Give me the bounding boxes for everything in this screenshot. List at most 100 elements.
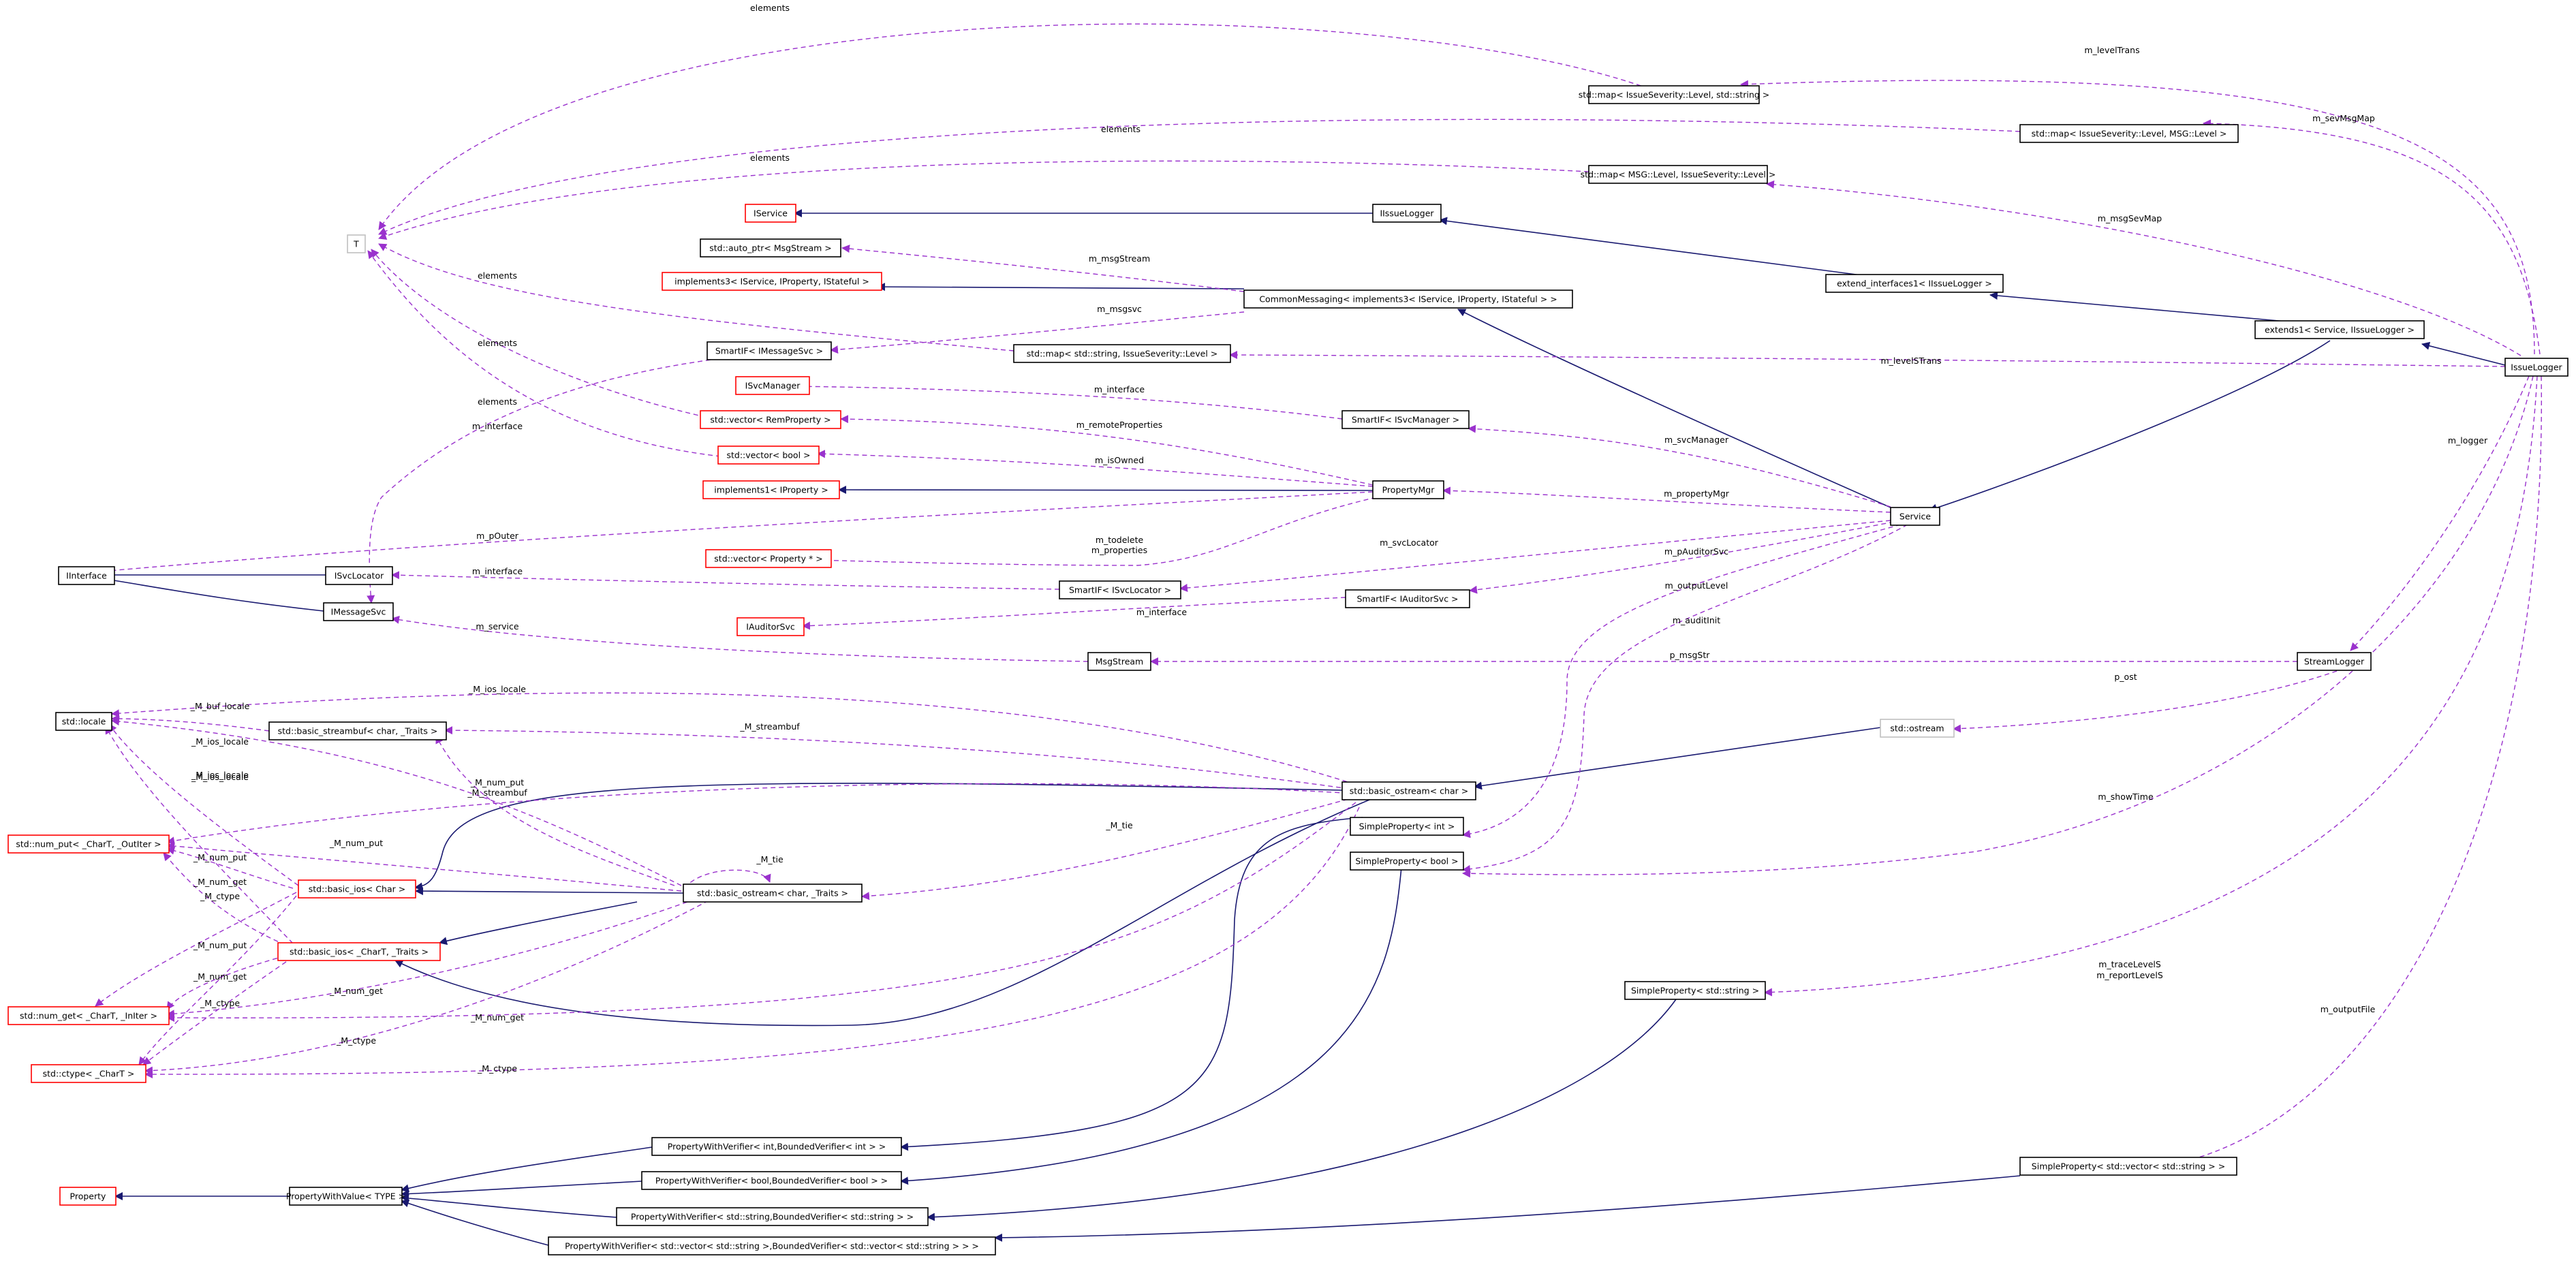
edge-label-m-logger: m_logger (2448, 435, 2488, 446)
edge-label-m-property-mgr: m_propertyMgr (1664, 488, 1730, 499)
node-box (616, 1207, 929, 1226)
edge-label-m-sev-msg-map: m_sevMsgMap (2312, 113, 2375, 123)
node-box (1372, 480, 1444, 499)
node-msg-stream[interactable]: MsgStream (1087, 652, 1151, 671)
node-label: SmartIF< ISvcLocator > (1069, 585, 1171, 595)
node-label: std::map< IssueSeverity::Level, MSG::Lev… (2032, 129, 2227, 139)
node-label: extend_interfaces1< IIssueLogger > (1837, 279, 1992, 289)
node-iissue-logger[interactable]: IIssueLogger (1372, 204, 1442, 223)
node-vector-property[interactable]: std::vector< Property * > (705, 549, 832, 568)
node-implements3[interactable]: implements3< IService, IProperty, IState… (662, 272, 882, 291)
node-map-msg-lvl[interactable]: std::map< MSG::Level, IssueSeverity::Lev… (1581, 165, 1776, 184)
node-stream-logger[interactable]: StreamLogger (2297, 652, 2372, 671)
node-smart-if-imessage-svc[interactable]: SmartIF< IMessageSvc > (707, 341, 832, 360)
node-basic-ios-char-t[interactable]: std::basic_ios< _CharT, _Traits > (277, 942, 441, 961)
edge-use-m-pauditorsvc (1469, 521, 1895, 594)
node-property-with-value[interactable]: PropertyWithValue< TYPE > (286, 1187, 405, 1206)
node-t[interactable]: T (347, 234, 366, 253)
node-imessage-svc[interactable]: IMessageSvc (323, 602, 394, 621)
node-map-lvl-msg[interactable]: std::map< IssueSeverity::Level, MSG::Lev… (2019, 124, 2239, 143)
node-box (1243, 290, 1573, 309)
node-service[interactable]: Service (1890, 507, 1940, 526)
node-label: std::num_get< _CharT, _InIter > (20, 1011, 157, 1021)
node-isvc-locator[interactable]: ISvcLocator (325, 566, 393, 585)
node-extends1[interactable]: extends1< Service, IIssueLogger > (2254, 320, 2425, 339)
node-label: IMessageSvc (331, 607, 386, 617)
edge-label-m-ios-locale-2: _M_ios_locale (191, 736, 249, 747)
node-std-locale[interactable]: std::locale (55, 712, 112, 731)
node-iinterface[interactable]: IInterface (58, 566, 115, 585)
node-label: std::num_put< _CharT, _OutIter > (16, 839, 161, 849)
node-pwv-bool[interactable]: PropertyWithVerifier< bool,BoundedVerifi… (641, 1171, 902, 1190)
node-iauditor-svc[interactable]: IAuditorSvc (736, 617, 805, 636)
node-label: StreamLogger (2304, 657, 2365, 667)
node-implements1[interactable]: implements1< IProperty > (702, 480, 840, 499)
node-pwv-string[interactable]: PropertyWithVerifier< std::string,Bounde… (616, 1207, 929, 1226)
node-iservice[interactable]: IService (745, 204, 796, 223)
node-simple-property-string[interactable]: SimpleProperty< std::string > (1624, 981, 1766, 1000)
node-map-lvl-string[interactable]: std::map< IssueSeverity::Level, std::str… (1579, 85, 1770, 104)
edge-label-m-num-put-2: _M_num_put (329, 838, 383, 848)
node-property-mgr[interactable]: PropertyMgr (1372, 480, 1444, 499)
node-std-ostream[interactable]: std::ostream (1880, 719, 1955, 738)
node-smart-if-iauditor-svc[interactable]: SmartIF< IAuditorSvc > (1345, 589, 1470, 608)
edge-label-m-service: m_service (476, 621, 519, 631)
edge-label-p-ost: p_ost (2114, 672, 2137, 682)
node-map-string-lvl[interactable]: std::map< std::string, IssueSeverity::Le… (1013, 344, 1231, 363)
node-simple-property-vector[interactable]: SimpleProperty< std::vector< std::string… (2019, 1157, 2237, 1176)
node-label: IIssueLogger (1380, 208, 1434, 219)
edge-use-m-sevmsgmap (2203, 119, 2541, 355)
edge-label-m-ctype-4: _M_ctype (477, 1063, 517, 1074)
node-box (700, 238, 841, 257)
node-issue-logger[interactable]: IssueLogger (2504, 358, 2569, 377)
node-label: PropertyWithVerifier< std::vector< std::… (565, 1241, 979, 1251)
edge-use-m-ios-locale-2 (111, 717, 682, 886)
node-box (1341, 781, 1476, 800)
node-label: SmartIF< ISvcManager > (1352, 415, 1459, 425)
node-num-put[interactable]: std::num_put< _CharT, _OutIter > (7, 834, 170, 854)
node-smart-if-isvc-locator[interactable]: SmartIF< ISvcLocator > (1059, 580, 1181, 599)
node-box (7, 1006, 170, 1025)
node-box (683, 884, 863, 903)
node-simple-property-bool[interactable]: SimpleProperty< bool > (1350, 852, 1464, 871)
node-simple-property-int[interactable]: SimpleProperty< int > (1350, 817, 1464, 836)
node-box (277, 942, 441, 961)
node-pwv-vector[interactable]: PropertyWithVerifier< std::vector< std::… (548, 1236, 996, 1255)
node-auto-ptr[interactable]: std::auto_ptr< MsgStream > (700, 238, 841, 257)
node-label: SimpleProperty< bool > (1355, 856, 1458, 866)
node-pwv-int[interactable]: PropertyWithVerifier< int,BoundedVerifie… (651, 1137, 902, 1156)
node-box (1087, 652, 1151, 671)
node-vector-rem-property[interactable]: std::vector< RemProperty > (700, 410, 841, 429)
edge-label-m-num-get-2: _M_num_get (193, 971, 247, 982)
node-box (1624, 981, 1766, 1000)
node-basic-ostream-char[interactable]: std::basic_ostream< char > (1341, 781, 1476, 800)
label-layer: elementsm_levelTranselementsm_sevMsgMape… (190, 3, 2488, 1074)
edge-use-elements-2 (378, 119, 2021, 235)
node-isvc-manager[interactable]: ISvcManager (735, 376, 810, 395)
edge-use-m-buf-locale (111, 715, 270, 732)
node-box (55, 712, 112, 731)
edge-label-m-num-put-3: _M_num_put (193, 852, 247, 862)
node-basic-ostream-traits[interactable]: std::basic_ostream< char, _Traits > (683, 884, 863, 903)
node-box (59, 1187, 117, 1206)
node-property[interactable]: Property (59, 1187, 117, 1206)
node-common-messaging[interactable]: CommonMessaging< implements3< IService, … (1243, 290, 1573, 309)
edge-label-m-msg-sev-map: m_msgSevMap (2098, 213, 2162, 223)
node-extend-interfaces1[interactable]: extend_interfaces1< IIssueLogger > (1825, 274, 2004, 293)
node-num-get[interactable]: std::num_get< _CharT, _InIter > (7, 1006, 170, 1025)
node-vector-bool[interactable]: std::vector< bool > (717, 446, 820, 465)
edge-simplepropvector-pwvvector (994, 1175, 2021, 1242)
node-ctype[interactable]: std::ctype< _CharT > (31, 1064, 146, 1083)
node-basic-ios-char[interactable]: std::basic_ios< Char > (298, 879, 416, 899)
node-basic-streambuf[interactable]: std::basic_streambuf< char, _Traits > (268, 721, 447, 740)
node-smart-if-isvc-manager[interactable]: SmartIF< ISvcManager > (1341, 410, 1470, 429)
edge-label-m-output-level: m_outputLevel (1665, 580, 1728, 591)
edge-use-m-outputlevel (1462, 524, 1902, 839)
edge-label-m-msg-stream: m_msgStream (1089, 253, 1150, 264)
node-box (2254, 320, 2425, 339)
node-label: IInterface (66, 571, 107, 581)
node-label: std::basic_streambuf< char, _Traits > (278, 726, 438, 736)
edge-use-m-ctype-2 (142, 956, 294, 1065)
